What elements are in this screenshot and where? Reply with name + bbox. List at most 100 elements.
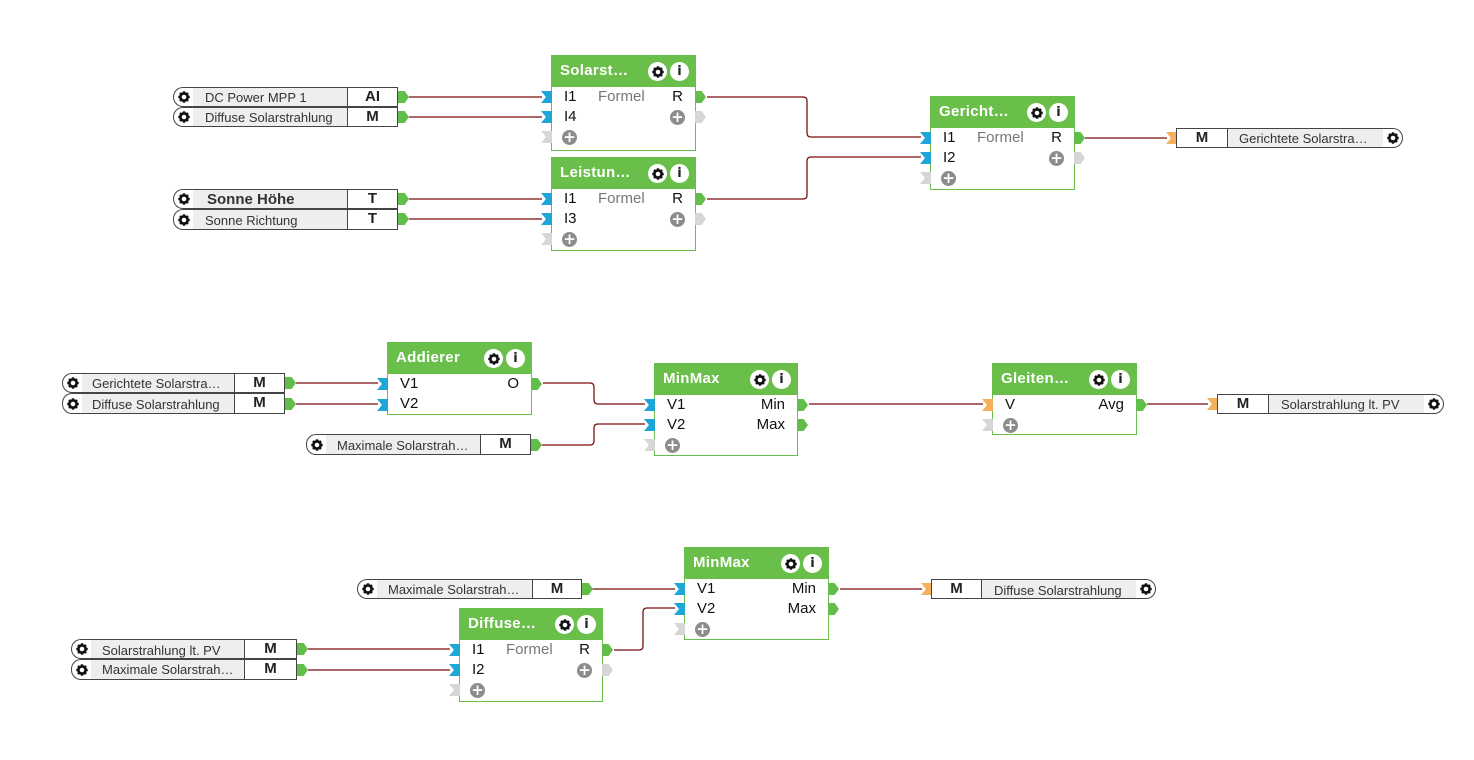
- input-maximale-solarstrahlung[interactable]: Maximale Solarstrah… M: [306, 434, 542, 455]
- gear-icon[interactable]: [648, 164, 667, 183]
- info-icon[interactable]: i: [670, 164, 689, 183]
- output-port[interactable]: [1136, 399, 1147, 411]
- input-port[interactable]: [1207, 398, 1218, 410]
- gear-icon[interactable]: [1027, 103, 1046, 122]
- input-sonne-richtung[interactable]: Sonne Richtung T: [173, 209, 409, 230]
- input-port[interactable]: [449, 664, 460, 676]
- input-sonne-hoehe[interactable]: Sonne Höhe T: [173, 189, 409, 209]
- input-maximale-solarstrahlung-3[interactable]: Maximale Solarstrah… M: [71, 659, 308, 680]
- output-port[interactable]: [285, 377, 296, 389]
- gear-icon[interactable]: [1136, 579, 1156, 599]
- gear-icon[interactable]: [62, 373, 82, 393]
- input-maximale-solarstrahlung-2[interactable]: Maximale Solarstrah… M: [357, 579, 593, 599]
- input-port[interactable]: [644, 399, 655, 411]
- input-diffuse-solarstrahlung[interactable]: Diffuse Solarstrahlung M: [173, 107, 409, 127]
- info-icon[interactable]: i: [506, 349, 525, 368]
- add-output-plus-icon[interactable]: +: [1049, 149, 1064, 167]
- gear-icon[interactable]: [173, 87, 193, 107]
- input-port-unused[interactable]: [920, 172, 931, 184]
- wire-maximale-minmax[interactable]: [542, 423, 645, 446]
- input-port[interactable]: [674, 603, 685, 615]
- input-port[interactable]: [377, 399, 388, 411]
- output-port[interactable]: [695, 91, 706, 103]
- output-port-unused[interactable]: [602, 664, 613, 676]
- input-port[interactable]: [921, 583, 932, 595]
- output-port[interactable]: [797, 399, 808, 411]
- output-diffuse-solarstrahlung[interactable]: M Diffuse Solarstrahlung: [921, 579, 1156, 599]
- wire-addierer-minmax[interactable]: [543, 382, 645, 405]
- input-port-unused[interactable]: [449, 684, 460, 696]
- input-port-unused[interactable]: [674, 623, 685, 635]
- input-port-unused[interactable]: [541, 131, 552, 143]
- gear-icon[interactable]: [484, 349, 503, 368]
- input-diffuse-solarstrahlung-2[interactable]: Diffuse Solarstrahlung M: [62, 393, 296, 414]
- gear-icon[interactable]: [750, 370, 769, 389]
- output-port[interactable]: [828, 583, 839, 595]
- output-port[interactable]: [297, 643, 308, 655]
- input-port[interactable]: [920, 132, 931, 144]
- output-port[interactable]: [797, 419, 808, 431]
- add-output-plus-icon[interactable]: +: [577, 661, 592, 679]
- gear-icon[interactable]: [648, 62, 667, 81]
- output-port[interactable]: [1074, 132, 1085, 144]
- input-port[interactable]: [920, 152, 931, 164]
- wire-leistun-gericht[interactable]: [707, 156, 921, 200]
- add-input-plus-icon[interactable]: +: [562, 230, 577, 248]
- input-dc-power-mpp[interactable]: DC Power MPP 1 AI: [173, 87, 409, 107]
- output-port[interactable]: [398, 213, 409, 225]
- output-port[interactable]: [398, 193, 409, 205]
- input-port[interactable]: [674, 583, 685, 595]
- input-port[interactable]: [449, 644, 460, 656]
- gear-icon[interactable]: [555, 615, 574, 634]
- add-input-plus-icon[interactable]: +: [941, 169, 956, 187]
- gear-icon[interactable]: [173, 107, 193, 127]
- output-port[interactable]: [398, 91, 409, 103]
- add-input-plus-icon[interactable]: +: [562, 128, 577, 146]
- input-port-unused[interactable]: [982, 419, 993, 431]
- output-port[interactable]: [297, 664, 308, 676]
- gear-icon[interactable]: [1383, 128, 1403, 148]
- input-port[interactable]: [644, 419, 655, 431]
- add-output-plus-icon[interactable]: +: [670, 108, 685, 126]
- input-solarstrahlung-lt-pv[interactable]: Solarstrahlung lt. PV M: [71, 639, 308, 659]
- output-port-unused[interactable]: [695, 213, 706, 225]
- gear-icon[interactable]: [357, 579, 377, 599]
- output-gerichtete-solarstrahlung[interactable]: M Gerichtete Solarstra…: [1166, 128, 1403, 148]
- input-port[interactable]: [541, 111, 552, 123]
- gear-icon[interactable]: [781, 554, 800, 573]
- gear-icon[interactable]: [1089, 370, 1108, 389]
- info-icon[interactable]: i: [803, 554, 822, 573]
- output-solarstrahlung-lt-pv[interactable]: M Solarstrahlung lt. PV: [1207, 394, 1444, 414]
- gear-icon[interactable]: [306, 434, 326, 455]
- output-port[interactable]: [695, 193, 706, 205]
- output-port[interactable]: [828, 603, 839, 615]
- output-port[interactable]: [531, 378, 542, 390]
- gear-icon[interactable]: [71, 659, 91, 680]
- output-port[interactable]: [602, 644, 613, 656]
- input-port[interactable]: [982, 399, 993, 411]
- input-gerichtete-solarstrahlung[interactable]: Gerichtete Solarstra… M: [62, 373, 296, 393]
- output-port[interactable]: [285, 398, 296, 410]
- input-port[interactable]: [541, 91, 552, 103]
- input-port[interactable]: [541, 213, 552, 225]
- input-port-unused[interactable]: [644, 439, 655, 451]
- input-port[interactable]: [377, 378, 388, 390]
- output-port-unused[interactable]: [1074, 152, 1085, 164]
- input-port[interactable]: [541, 193, 552, 205]
- info-icon[interactable]: i: [670, 62, 689, 81]
- add-input-plus-icon[interactable]: +: [1003, 416, 1018, 434]
- info-icon[interactable]: i: [772, 370, 791, 389]
- input-port-unused[interactable]: [541, 233, 552, 245]
- output-port[interactable]: [582, 583, 593, 595]
- add-output-plus-icon[interactable]: +: [670, 210, 685, 228]
- output-port[interactable]: [531, 439, 542, 451]
- info-icon[interactable]: i: [1111, 370, 1130, 389]
- gear-icon[interactable]: [173, 189, 193, 209]
